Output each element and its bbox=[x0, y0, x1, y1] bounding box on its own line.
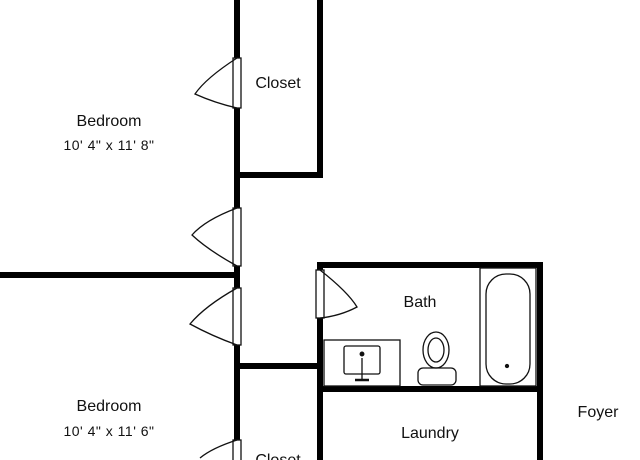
closet-2-label: Closet bbox=[255, 452, 300, 460]
closet-1-label: Closet bbox=[255, 75, 301, 92]
bedroom-1-door bbox=[191, 207, 242, 267]
bedroom-2-label: Bedroom bbox=[76, 398, 142, 415]
foyer-label: Foyer bbox=[577, 404, 619, 421]
bedroom-2-dimensions: 10' 4" x 11' 6" bbox=[63, 423, 155, 439]
bedroom-1-label: Bedroom bbox=[76, 113, 142, 130]
bathtub-icon bbox=[479, 267, 537, 387]
bedroom-1-dimensions: 10' 4" x 11' 8" bbox=[63, 137, 155, 153]
closet-2-door bbox=[199, 439, 242, 460]
bath-label: Bath bbox=[403, 294, 437, 311]
sink-icon bbox=[323, 339, 401, 387]
walls bbox=[0, 0, 543, 460]
bedroom-2-door bbox=[188, 287, 242, 346]
closet-1-door bbox=[194, 57, 242, 109]
doors bbox=[188, 57, 358, 460]
toilet-icon bbox=[417, 331, 457, 386]
bath-door bbox=[315, 269, 358, 319]
laundry-label: Laundry bbox=[401, 425, 459, 442]
